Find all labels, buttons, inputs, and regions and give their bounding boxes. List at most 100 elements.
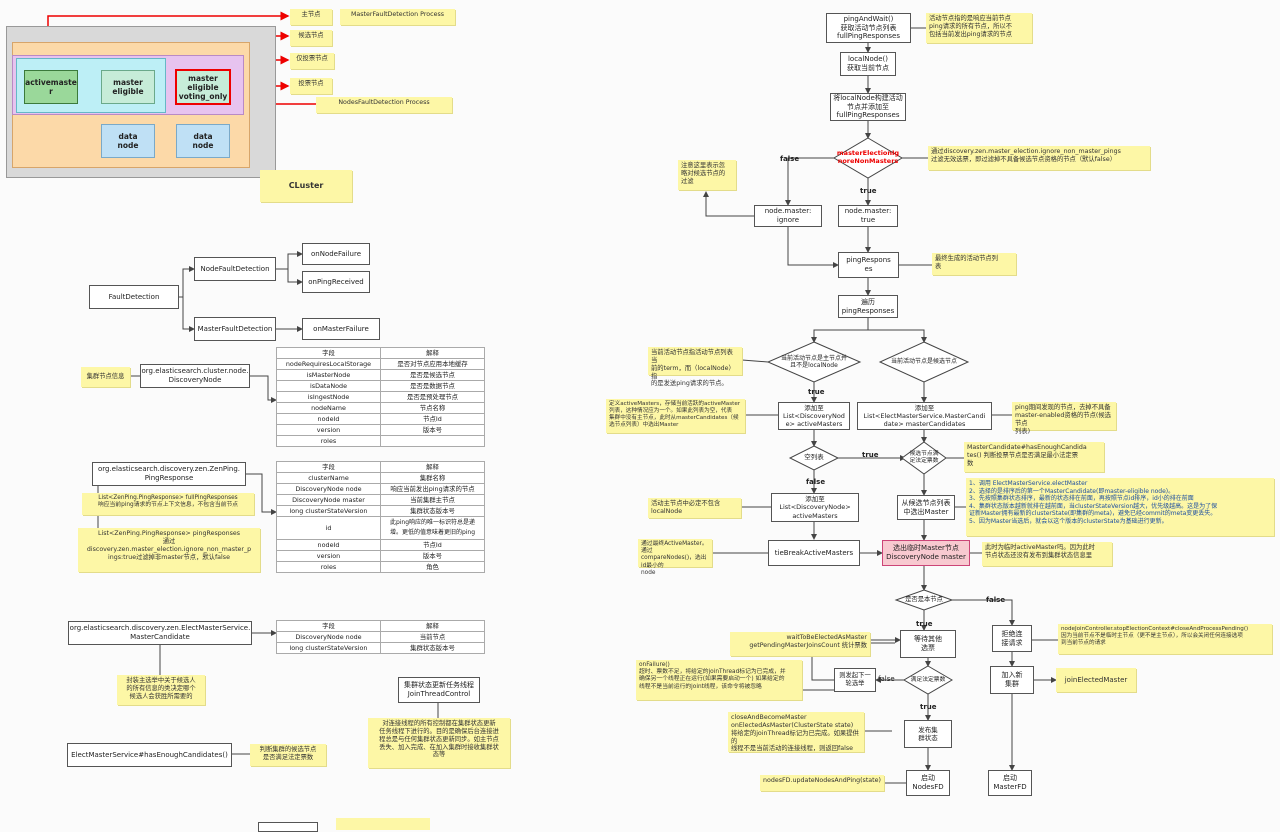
wait-others-note: waitToBeElectedAsMaster getPendingMaster… [730, 632, 870, 656]
table-row: roles [276, 435, 485, 447]
table-cell: nodeName [276, 402, 381, 414]
table-cell: 字段 [276, 620, 381, 632]
table-cell: nodeId [276, 539, 381, 551]
enough-votes-diamond: 候选节点满 足法定票数 [909, 451, 939, 464]
data-node-1: data node [101, 124, 155, 158]
master-candidate-class: org.elasticsearch.discovery.zen.ElectMas… [68, 621, 252, 645]
is-master-not-local-note: 当前活动节点指活动节点列表当 前的term，而（localNode）指 的是发送… [648, 347, 742, 387]
add-active-masters-2-note: 活动主节点中必定不包含 localNode [648, 498, 741, 518]
on-ping-received-box: onPingReceived [302, 271, 370, 293]
table-header: 字段解释 [276, 347, 485, 359]
select-from-candidates-box: 从候选节点列表 中选出Master [897, 495, 955, 520]
join-thread-box: 集群状态更新任务线程 JoinThreadControl [398, 677, 480, 703]
master-fault-detection-box: MasterFaultDetection [194, 317, 276, 341]
ping-response-note-2: List<ZenPing.PingResponse> pingResponses… [78, 528, 260, 572]
is-master-not-local-diamond: 当前活动节点是主节点并 且不是localNode [780, 354, 847, 369]
cluster-label: CLuster [260, 170, 352, 202]
join-thread-note: 对连接线程的所有控制都在集群状态更新 任务线程下进行的。目的是确保后台连接进 程… [368, 718, 510, 768]
table-cell: version [276, 550, 381, 562]
table-cell: DiscoveryNode node [276, 631, 381, 643]
table-cell: DiscoveryNode master [276, 494, 381, 506]
table-cell: 字段 [276, 347, 381, 359]
tie-break-box: tieBreakActiveMasters [768, 540, 860, 566]
partial-box-bottom [258, 822, 318, 832]
table-cell: clusterName [276, 472, 381, 484]
node-fault-detection-box: NodeFaultDetection [194, 257, 276, 281]
add-active-masters-2-box: 添加至 List<DiscoveryNode> activeMasters [771, 493, 859, 522]
table-cell: 版本号 [380, 424, 485, 436]
reject-join-note: nodeJoinController.stopElectionContext#c… [1058, 624, 1272, 654]
table-cell: 节点Id [380, 539, 485, 551]
enough-candidates-box: ElectMasterService#hasEnoughCandidates() [67, 743, 232, 767]
table-cell: 当前节点 [380, 631, 485, 643]
on-failure-note: onFailure() 超时、票数不足，将给定的joinThread标记为已完成… [636, 660, 802, 700]
ping-responses-note: 最终生成的活动节点列 表 [932, 253, 1016, 275]
node-master-ignore-box: node.master: ignore [754, 205, 822, 227]
add-active-masters-note: 定义activeMasters，存储当前活跃的activeMaster 列表，这… [606, 399, 745, 433]
false-label: false [878, 675, 895, 683]
partial-note-bottom [336, 818, 430, 830]
decision-diamonds [766, 137, 970, 695]
table-cell: 集群状态版本号 [380, 642, 485, 654]
table-cell: 是否对节点应用本地缓存 [380, 358, 485, 370]
on-master-failure-box: onMasterFailure [302, 318, 380, 340]
table-cell: 节点Id [380, 413, 485, 425]
data-node-2: data node [176, 124, 230, 158]
temp-master-box: 选出临时Master节点 DiscoveryNode master [882, 540, 970, 566]
false-label: false [986, 596, 1006, 604]
select-from-candidates-note: 1、调用 ElectMasterService.electMaster 2、选择… [966, 478, 1274, 536]
add-active-masters-box: 添加至 List<DiscoveryNod e> activeMasters [778, 402, 850, 430]
master-eligible-node: master eligible [101, 70, 155, 104]
rollback-box: 则发起下一 轮选举 [834, 668, 876, 692]
discovery-node-class: org.elasticsearch.cluster.node. Discover… [140, 364, 250, 388]
table-cell: 字段 [276, 461, 381, 473]
table-cell: 解释 [380, 461, 485, 473]
true-label: true [862, 451, 879, 459]
tag-candidate-node: 候选节点 [290, 30, 332, 46]
table-cell: nodeId [276, 413, 381, 425]
table-cell: version [276, 424, 381, 436]
voting-only-node: master eligible voting_only [175, 69, 231, 105]
ping-and-wait-box: pingAndWait() 获取活动节点列表 fullPingResponses [826, 13, 911, 43]
iterate-box: 遍历 pingResponses [838, 295, 898, 318]
table-cell: 是否是预处理节点 [380, 391, 485, 403]
table-cell: 是否是候选节点 [380, 369, 485, 381]
start-master-fd-box: 启动 MasterFD [988, 770, 1032, 796]
ping-and-wait-note: 活动节点指的是响应当前节点 ping请求的所有节点，所以不 包括当前发出ping… [926, 13, 1032, 43]
table-cell: long clusterStateVersion [276, 505, 381, 517]
start-nodes-fd-box: 启动 NodesFD [906, 770, 950, 796]
active-master-node: activemaste r [24, 70, 78, 104]
add-local-box: 将localNode构建活动 节点并添加至 fullPingResponses [830, 93, 906, 121]
is-candidate-diamond: 当前活动节点是候选节点 [890, 358, 957, 366]
is-self-diamond: 是否是本节点 [905, 596, 943, 604]
false-label: false [780, 155, 800, 163]
true-label: true [808, 388, 825, 396]
table-header: 字段解释 [276, 620, 485, 632]
table-cell: 解释 [380, 347, 485, 359]
table-cell: 解释 [380, 620, 485, 632]
table-cell: roles [276, 435, 381, 447]
table-cell: isDataNode [276, 380, 381, 392]
tag-master-fd: MasterFaultDetection Process [340, 9, 455, 25]
join-cluster-box: 加入新 集群 [990, 666, 1034, 694]
add-candidates-note: ping期间发现的节点，去掉不具备 master-enabled资格的节点(候选… [1012, 402, 1116, 435]
on-node-failure-box: onNodeFailure [302, 243, 370, 265]
tag-voting-node: 投票节点 [290, 78, 332, 94]
table-cell: isIngestNode [276, 391, 381, 403]
empty-list-diamond: 空列表 [804, 453, 824, 462]
ping-response-note-1: List<ZenPing.PingResponse> fullPingRespo… [82, 493, 254, 515]
node-master-true-box: node.master: true [838, 205, 898, 227]
table-cell: 是否是数据节点 [380, 380, 485, 392]
